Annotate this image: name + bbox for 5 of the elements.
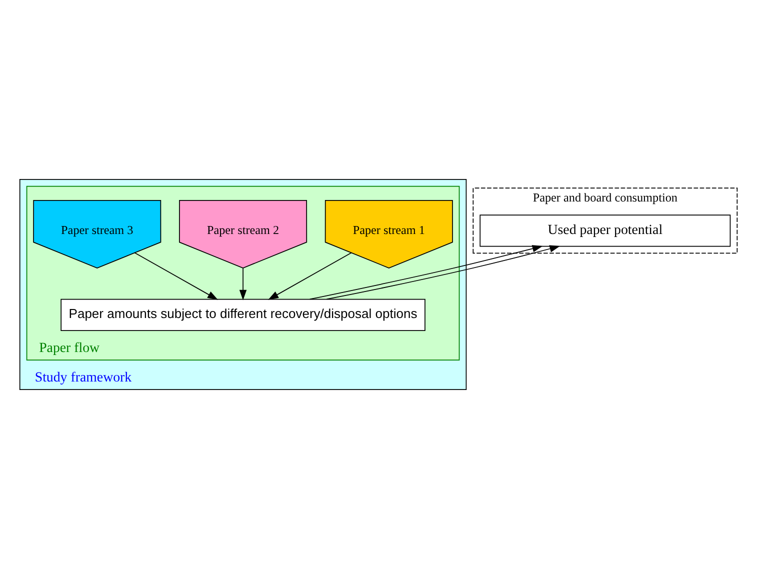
- arrow: [268, 252, 352, 300]
- node-box: Paper amounts subject to different recovery/disposal options: [60, 298, 426, 331]
- node-box: Used paper potential: [480, 214, 731, 247]
- arrow: [239, 268, 247, 300]
- arrow: [134, 252, 218, 300]
